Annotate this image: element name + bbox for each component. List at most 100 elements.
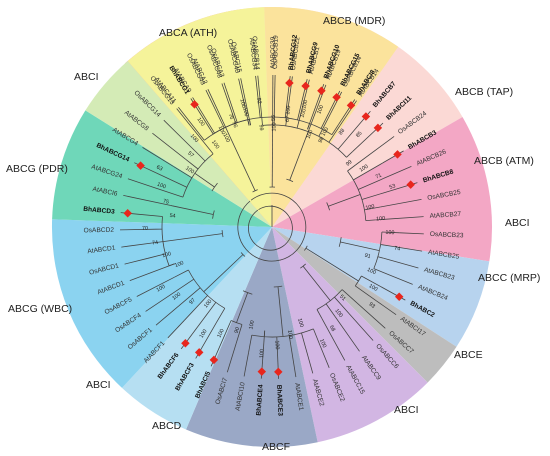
bootstrap-value: 99 bbox=[345, 159, 353, 167]
bootstrap-value: 100 bbox=[306, 129, 315, 140]
leaf-label: AtABCB25 bbox=[427, 249, 460, 261]
bh-gene-marker bbox=[209, 355, 219, 365]
bootstrap-value: 100 bbox=[248, 320, 256, 330]
terminal-branch bbox=[289, 341, 297, 378]
bootstrap-value: 100 bbox=[217, 125, 226, 136]
terminal-branch bbox=[383, 257, 419, 269]
bootstrap-value: 100 bbox=[162, 251, 172, 259]
bootstrap-value: 53 bbox=[389, 183, 397, 191]
internal-branch bbox=[259, 99, 263, 126]
bh-gene-marker bbox=[123, 208, 132, 218]
internal-branch bbox=[247, 119, 250, 126]
clade-arc bbox=[211, 182, 218, 192]
bh-gene-marker bbox=[274, 367, 283, 377]
clade-arc bbox=[354, 275, 362, 287]
clade-arc bbox=[273, 285, 283, 288]
bootstrap-value: 74 bbox=[152, 240, 159, 247]
leaf-label: OsABCB14 bbox=[250, 36, 260, 71]
label-abci-bottom: ABCI bbox=[394, 404, 419, 416]
clade-arc bbox=[212, 210, 215, 219]
bootstrap-value: 100 bbox=[286, 330, 293, 340]
internal-branch bbox=[334, 296, 350, 314]
leaf-label: AtABCB27 bbox=[429, 211, 461, 220]
label-abci-right: ABCI bbox=[505, 217, 530, 229]
terminal-branch bbox=[255, 75, 259, 100]
bootstrap-value: 55 bbox=[271, 115, 277, 121]
bh-gene-marker bbox=[317, 86, 326, 95]
bootstrap-value: 76 bbox=[227, 113, 235, 121]
internal-branch bbox=[184, 295, 208, 321]
terminal-branch bbox=[238, 78, 250, 126]
bootstrap-value: 100 bbox=[359, 164, 370, 174]
bh-gene-marker bbox=[394, 292, 404, 301]
clade-arc bbox=[252, 189, 258, 193]
internal-branch bbox=[313, 328, 321, 346]
internal-branch bbox=[206, 123, 214, 135]
clade-arc bbox=[251, 328, 314, 338]
bh-gene-marker bbox=[181, 339, 190, 348]
label-abca-ath: ABCA (ATH) bbox=[159, 27, 217, 39]
terminal-branch bbox=[257, 75, 261, 100]
internal-branch bbox=[151, 241, 164, 244]
bootstrap-value: 100 bbox=[376, 216, 385, 223]
bh-gene-marker bbox=[285, 78, 294, 88]
terminal-branch bbox=[319, 345, 330, 368]
terminal-branch bbox=[330, 91, 343, 114]
terminal-branch bbox=[240, 78, 251, 126]
leaf-label: OsABCB22 bbox=[290, 36, 301, 71]
terminal-branch bbox=[119, 228, 157, 231]
internal-branch bbox=[249, 119, 251, 126]
subfamily-sectors bbox=[51, 6, 492, 448]
bootstrap-value: 100 bbox=[285, 105, 292, 115]
subfamily-labels: ABCA (ATH) ABCB (MDR) ABCB (TAP) ABCB (A… bbox=[6, 15, 540, 453]
label-abcb-tap: ABCB (TAP) bbox=[455, 86, 513, 98]
terminal-branch bbox=[304, 344, 314, 374]
internal-branch bbox=[178, 287, 201, 307]
bootstrap-value: 91 bbox=[364, 253, 371, 260]
internal-branch bbox=[307, 123, 310, 130]
clade-arc bbox=[237, 192, 307, 262]
terminal-branch bbox=[274, 74, 276, 106]
bootstrap-value: 67 bbox=[285, 116, 292, 123]
label-abcg-pdr: ABCG (PDR) bbox=[6, 163, 68, 175]
bootstrap-value: 57 bbox=[186, 150, 194, 158]
internal-branch bbox=[285, 111, 288, 126]
internal-branch bbox=[381, 231, 400, 234]
internal-branch bbox=[162, 233, 223, 242]
label-abcg-wbc: ABCG (WBC) bbox=[8, 303, 72, 315]
bootstrap-value: 100 bbox=[385, 230, 394, 236]
sector-abcc bbox=[272, 227, 428, 443]
internal-branch bbox=[355, 285, 377, 302]
internal-branch bbox=[222, 121, 226, 128]
terminal-branch bbox=[178, 106, 194, 127]
internal-branch bbox=[358, 177, 385, 190]
clade-arc bbox=[286, 178, 294, 182]
bootstrap-value: 71 bbox=[375, 172, 383, 180]
internal-branch bbox=[301, 332, 306, 345]
leaf-label: BhABCG12 bbox=[288, 34, 299, 70]
bootstrap-value: 70 bbox=[142, 226, 148, 232]
leaf-label: OsABCB19 bbox=[272, 35, 280, 69]
internal-branch bbox=[341, 289, 364, 309]
terminal-branch bbox=[380, 199, 422, 208]
bootstrap-value: 100 bbox=[300, 108, 308, 118]
bh-gene-marker bbox=[393, 150, 402, 159]
internal-branch bbox=[197, 153, 206, 162]
bootstrap-value: 75 bbox=[162, 198, 169, 205]
clade-arc bbox=[161, 216, 170, 266]
terminal-branch bbox=[226, 343, 237, 373]
internal-branch bbox=[325, 303, 336, 318]
internal-branch bbox=[289, 131, 309, 181]
terminal-branch bbox=[376, 300, 397, 316]
internal-branch bbox=[248, 335, 253, 353]
label-abce: ABCE bbox=[454, 349, 483, 361]
bh-gene-marker bbox=[332, 92, 341, 102]
bootstrap-value: 90 bbox=[234, 327, 242, 335]
bootstrap-value: 54 bbox=[169, 213, 176, 220]
clade-arc bbox=[240, 252, 246, 257]
bh-gene-marker bbox=[373, 123, 383, 133]
bootstrap-value: 100 bbox=[203, 299, 213, 310]
internal-branch bbox=[225, 127, 256, 191]
internal-branch bbox=[353, 162, 384, 181]
